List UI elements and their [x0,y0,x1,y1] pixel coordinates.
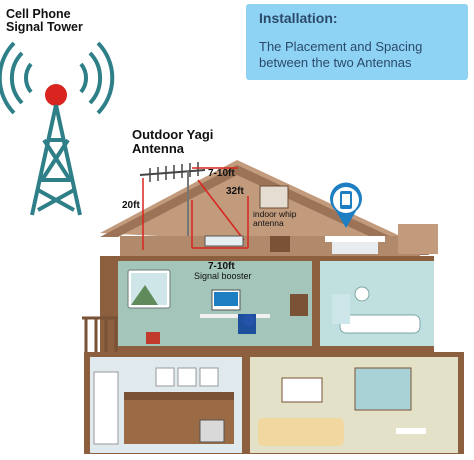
dimension-horizontal-top: 7-10ft [208,168,235,179]
yagi-label-line1: Outdoor Yagi [132,127,214,142]
indoor-label-line2: antenna [253,217,284,228]
booster-label: Signal booster [194,271,252,281]
tower-label: Cell Phone Signal Tower [6,7,83,35]
tower-label-line1: Cell Phone [6,7,71,21]
indoor-antenna-label: indoor whip antenna [253,210,296,228]
measurement-lines [142,167,249,250]
bathroom [320,261,434,346]
yagi-label: Outdoor Yagi Antenna [132,128,213,155]
tower-beacon [45,84,67,106]
signal-tower [0,41,115,216]
tower-label-line2: Signal Tower [6,20,83,35]
indoor-label-line1: indoor whip [253,209,297,219]
installation-info-box: Installation: The Placement and Spacing … [246,4,468,80]
office-room [118,261,312,346]
installation-description: The Placement and Spacing between the tw… [259,39,423,71]
dimension-vertical-booster: 7-10ft [208,261,235,272]
installation-title: Installation: [259,10,338,26]
living-room [250,357,458,453]
yagi-antenna [139,162,206,236]
attic [100,160,438,256]
yagi-label-line2: Antenna [132,140,184,156]
dimension-height: 20ft [122,200,140,211]
kitchen [90,357,242,453]
dimension-diagonal: 32ft [226,186,244,197]
booster-device [204,235,244,247]
porch-railing [82,316,118,352]
phone-signal-icon [330,182,362,228]
